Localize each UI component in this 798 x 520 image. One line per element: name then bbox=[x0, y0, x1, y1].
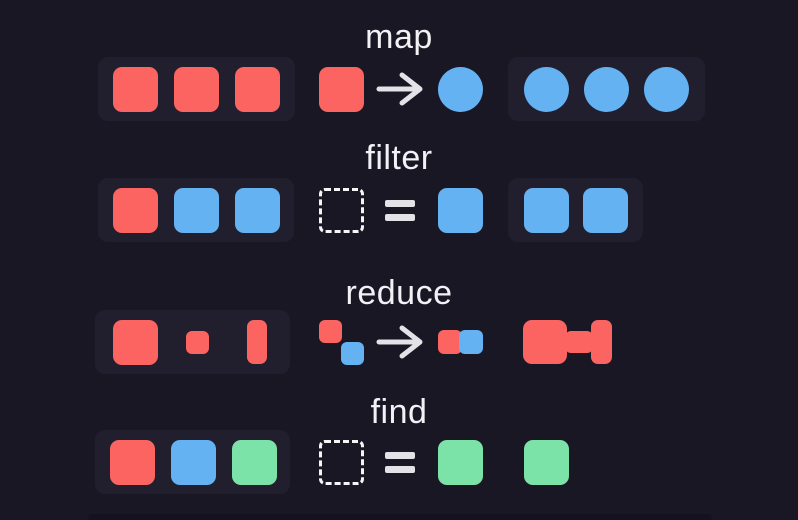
map-input-2-red-square bbox=[174, 66, 219, 112]
filter-transform-from-dashed-placeholder bbox=[319, 187, 364, 233]
find-input-panel bbox=[95, 430, 290, 494]
find-equals-bar-bottom bbox=[385, 465, 415, 473]
filter-input-panel bbox=[98, 178, 294, 242]
reduce-arrow-icon bbox=[376, 325, 423, 359]
filter-operator-slot bbox=[373, 178, 427, 242]
reduce-result-1-red-merged-dumbbell-big-square bbox=[523, 320, 567, 364]
find-transform-to-green-square bbox=[438, 439, 483, 485]
filter-equals-bar-top bbox=[385, 199, 415, 207]
find-transform-from-dashed-placeholder bbox=[319, 439, 364, 485]
filter-equals-icon bbox=[385, 199, 415, 221]
map-input-panel bbox=[98, 57, 295, 121]
map-arrow-icon bbox=[376, 72, 423, 106]
reduce-transform-to-red-blue-merged-pair-blue-square bbox=[459, 330, 483, 354]
map-title: map bbox=[365, 18, 433, 56]
map-result-2-blue-circle bbox=[584, 66, 629, 112]
filter-result-2-blue-square bbox=[583, 187, 628, 233]
map-transform-output-slot bbox=[438, 57, 483, 121]
filter-result-panel bbox=[508, 178, 643, 242]
reduce-transform-to-red-blue-merged-pair-red-square bbox=[438, 330, 462, 354]
map-band bbox=[0, 57, 798, 121]
reduce-input-1-red-square-large bbox=[113, 319, 158, 365]
filter-input-3-blue-square bbox=[235, 187, 280, 233]
map-input-3-red-square bbox=[235, 66, 280, 112]
map-result-panel bbox=[508, 57, 705, 121]
reduce-result-1-red-merged-dumbbell-bar bbox=[591, 320, 612, 364]
find-input-1-red-square bbox=[110, 439, 155, 485]
reduce-result-1-red-merged-dumbbell bbox=[523, 320, 612, 364]
reduce-band bbox=[0, 310, 798, 374]
find-input-3-green-square bbox=[232, 439, 277, 485]
reduce-transform-output-slot bbox=[438, 310, 483, 374]
map-operator-slot bbox=[373, 57, 427, 121]
find-result-1-green-square bbox=[524, 439, 569, 485]
filter-transform-to-blue-square bbox=[438, 187, 483, 233]
reduce-result-zone bbox=[523, 310, 612, 374]
reduce-operator-slot bbox=[373, 310, 427, 374]
reduce-transform-from-red-blue-diagonal-pair bbox=[319, 319, 364, 365]
reduce-transform-to-red-blue-merged-pair bbox=[438, 330, 483, 354]
find-equals-icon bbox=[385, 451, 415, 473]
filter-result-1-blue-square bbox=[524, 187, 569, 233]
filter-equals-bar-bottom bbox=[385, 213, 415, 221]
find-band bbox=[0, 430, 798, 494]
cropped-next-row-strip bbox=[88, 514, 712, 520]
reduce-transform-input-slot bbox=[319, 310, 364, 374]
filter-input-1-red-square bbox=[113, 187, 158, 233]
filter-band bbox=[0, 178, 798, 242]
find-input-2-blue-square bbox=[171, 439, 216, 485]
reduce-result-1-red-merged-dumbbell-connector bbox=[565, 331, 593, 353]
reduce-input-2-red-square-small bbox=[186, 330, 209, 354]
filter-input-2-blue-square bbox=[174, 187, 219, 233]
map-transform-to-blue-circle bbox=[438, 66, 483, 112]
map-transform-from-red-square bbox=[319, 66, 364, 112]
find-operator-slot bbox=[373, 430, 427, 494]
find-transform-input-slot bbox=[319, 430, 364, 494]
map-input-1-red-square bbox=[113, 66, 158, 112]
find-title: find bbox=[370, 393, 428, 431]
map-transform-input-slot bbox=[319, 57, 364, 121]
find-transform-output-slot bbox=[438, 430, 483, 494]
reduce-input-3-red-bar-tall bbox=[247, 320, 267, 364]
find-equals-bar-top bbox=[385, 451, 415, 459]
filter-transform-input-slot bbox=[319, 178, 364, 242]
reduce-input-panel bbox=[95, 310, 290, 374]
map-result-3-blue-circle bbox=[644, 66, 689, 112]
reduce-transform-from-red-blue-diagonal-pair-blue-square bbox=[341, 341, 364, 365]
reduce-transform-from-red-blue-diagonal-pair-red-square bbox=[319, 319, 342, 343]
filter-title: filter bbox=[365, 139, 433, 177]
reduce-title: reduce bbox=[345, 274, 453, 312]
find-result-zone bbox=[524, 430, 569, 494]
map-result-1-blue-circle bbox=[524, 66, 569, 112]
filter-transform-output-slot bbox=[438, 178, 483, 242]
